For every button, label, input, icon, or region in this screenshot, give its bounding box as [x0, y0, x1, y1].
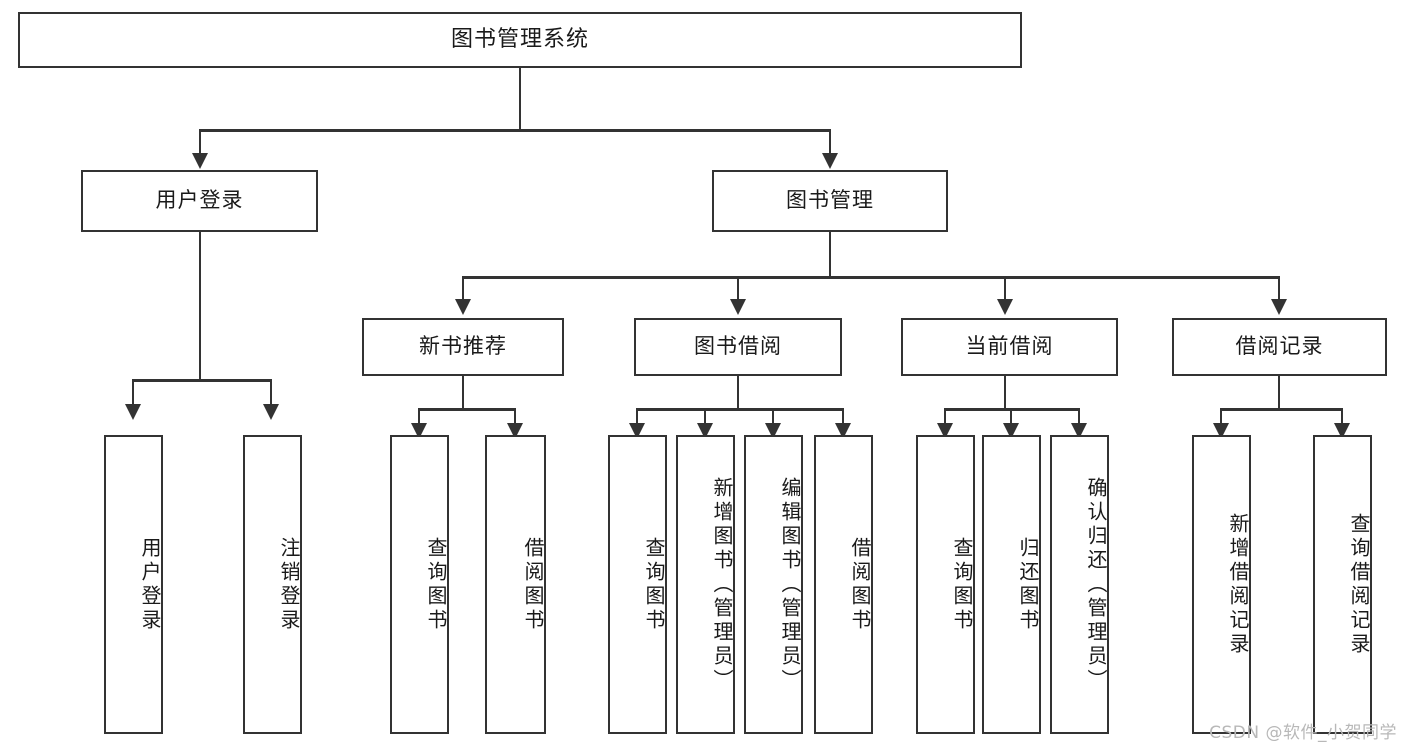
leaf-borrow-book-recommend[interactable]: 借阅图书 [485, 435, 546, 734]
leaf-query-book-recommend[interactable]: 查询图书 [390, 435, 449, 734]
node-label: 图书借阅 [694, 334, 782, 359]
edge-to-new-book [462, 276, 464, 302]
node-user-login[interactable]: 用户登录 [81, 170, 318, 232]
edge-current-borrow-bus [944, 408, 1080, 411]
edge-new-book-bus [418, 408, 516, 411]
edge-level3-bus [462, 276, 1280, 279]
edge-to-leaf-10 [1010, 408, 1012, 428]
node-label: 确认归还（管理员） [1084, 476, 1108, 693]
node-label: 查询图书 [424, 536, 448, 633]
leaf-user-login[interactable]: 用户登录 [104, 435, 163, 734]
arrow-down-icon [192, 153, 208, 169]
node-current-borrow[interactable]: 当前借阅 [901, 318, 1118, 376]
edge-borrow-record-bus [1220, 408, 1343, 411]
edge-borrow-record-stem [1278, 376, 1280, 410]
edge-to-leaf-11 [1078, 408, 1080, 428]
leaf-add-borrow-record[interactable]: 新增借阅记录 [1192, 435, 1251, 734]
arrow-down-icon [125, 404, 141, 420]
watermark-text: CSDN @软件_小贺同学 [1209, 723, 1397, 743]
arrow-down-icon [822, 153, 838, 169]
node-label: 图书管理系统 [450, 26, 589, 52]
leaf-query-borrow-record[interactable]: 查询借阅记录 [1313, 435, 1372, 734]
node-label: 新书推荐 [419, 334, 507, 359]
node-book-borrow[interactable]: 图书借阅 [634, 318, 842, 376]
leaf-return-book[interactable]: 归还图书 [982, 435, 1041, 734]
node-label: 查询图书 [950, 536, 974, 633]
node-borrow-record[interactable]: 借阅记录 [1172, 318, 1387, 376]
edge-book-borrow-bus [636, 408, 844, 411]
arrow-down-icon [263, 404, 279, 420]
node-label: 当前借阅 [965, 334, 1054, 359]
leaf-confirm-return-admin[interactable]: 确认归还（管理员） [1050, 435, 1109, 734]
node-label: 用户登录 [138, 536, 162, 633]
node-label: 归还图书 [1016, 536, 1040, 633]
edge-to-leaf-6 [704, 408, 706, 428]
edge-to-leaf-5 [636, 408, 638, 428]
edge-user-login-bus [132, 379, 270, 382]
edge-to-leaf-8 [842, 408, 844, 428]
leaf-edit-book-admin[interactable]: 编辑图书（管理员） [744, 435, 803, 734]
node-label: 用户登录 [155, 188, 244, 213]
arrow-down-icon [730, 299, 746, 315]
node-label: 借阅图书 [848, 536, 872, 633]
edge-to-leaf-2 [270, 379, 272, 407]
arrow-down-icon [997, 299, 1013, 315]
edge-to-leaf-12 [1220, 408, 1222, 428]
node-label: 编辑图书（管理员） [778, 476, 802, 693]
arrow-down-icon [1271, 299, 1287, 315]
edge-root-stem [519, 68, 521, 130]
edge-to-leaf-3 [418, 408, 420, 428]
edge-to-leaf-7 [772, 408, 774, 428]
node-root-system[interactable]: 图书管理系统 [18, 12, 1022, 68]
edge-book-manage-stem [829, 232, 831, 277]
edge-to-user-login [199, 129, 201, 156]
arrow-down-icon [455, 299, 471, 315]
node-label: 注销登录 [277, 536, 301, 633]
node-book-management[interactable]: 图书管理 [712, 170, 948, 232]
node-label: 新增借阅记录 [1226, 512, 1250, 657]
node-label: 借阅图书 [521, 536, 545, 633]
edge-to-leaf-1 [132, 379, 134, 407]
edge-to-leaf-9 [944, 408, 946, 428]
leaf-logout[interactable]: 注销登录 [243, 435, 302, 734]
edge-to-book-manage [829, 129, 831, 156]
edge-to-leaf-4 [514, 408, 516, 428]
edge-to-borrow-record [1278, 276, 1280, 302]
leaf-query-book-current[interactable]: 查询图书 [916, 435, 975, 734]
edge-new-book-stem [462, 376, 464, 410]
edge-current-borrow-stem [1004, 376, 1006, 410]
edge-book-borrow-stem [737, 376, 739, 410]
node-new-book-recommend[interactable]: 新书推荐 [362, 318, 564, 376]
leaf-add-book-admin[interactable]: 新增图书（管理员） [676, 435, 735, 734]
node-label: 借阅记录 [1235, 334, 1324, 359]
edge-user-login-stem [199, 232, 201, 380]
node-label: 图书管理 [786, 188, 874, 213]
node-label: 新增图书（管理员） [710, 476, 734, 693]
leaf-borrow-book[interactable]: 借阅图书 [814, 435, 873, 734]
edge-to-leaf-13 [1341, 408, 1343, 428]
edge-to-book-borrow [737, 276, 739, 302]
leaf-query-book-borrow[interactable]: 查询图书 [608, 435, 667, 734]
node-label: 查询图书 [642, 536, 666, 633]
node-label: 查询借阅记录 [1347, 512, 1371, 657]
edge-root-bus [199, 129, 831, 132]
edge-to-current-borrow [1004, 276, 1006, 302]
